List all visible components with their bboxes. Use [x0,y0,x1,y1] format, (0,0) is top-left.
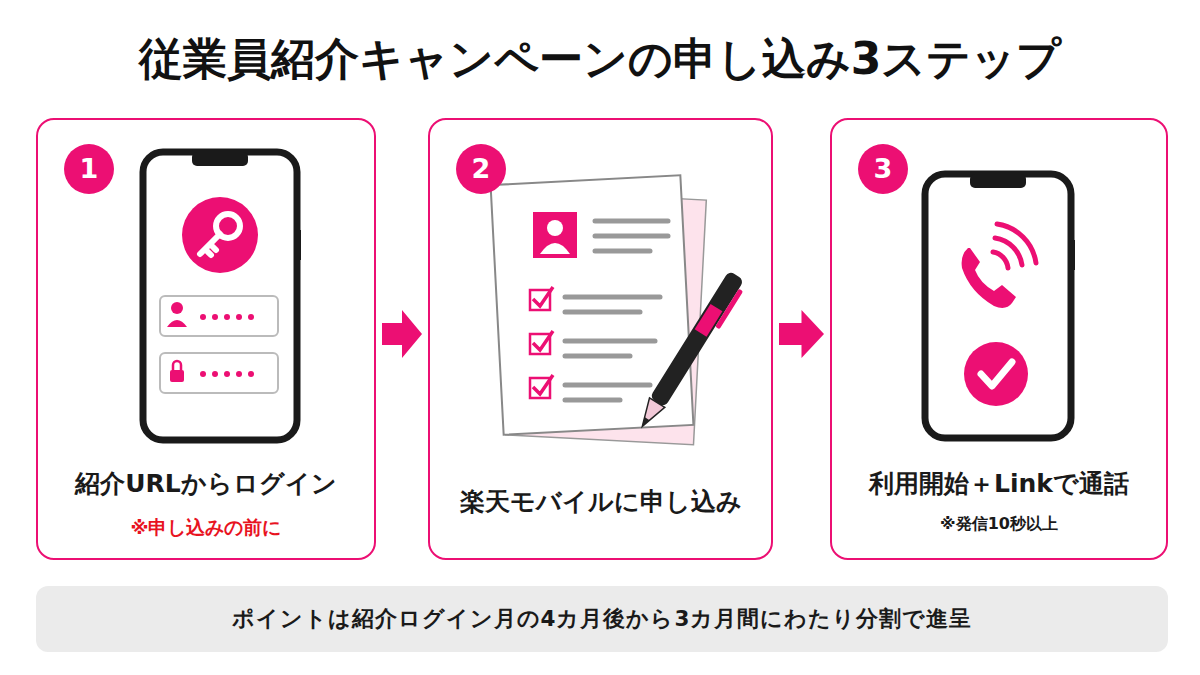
step-box: 紹介URLからログイン ※申し込みの前に 1 [36,118,376,560]
step-number: 1 [64,144,114,194]
application-form [491,175,749,445]
step-box: 楽天モバイルに申し込み 2 [428,118,773,560]
arrow-shape [382,310,422,358]
step-arrow [382,310,422,358]
step-note: ※発信10秒以上 [832,514,1166,534]
note-text: ポイントは紹介ログイン月の4カ月後から3カ月間にわたり分割で進呈 [36,586,1168,652]
step-number-text: 2 [456,144,506,194]
step-note: ※申し込みの前に [38,516,374,539]
step-label: 楽天モバイルに申し込み [430,486,771,517]
arrow-shape [779,310,824,358]
step-number: 2 [456,144,506,194]
step-label: 利用開始＋Linkで通話 [832,468,1166,499]
step-label: 紹介URLからログイン [38,468,374,499]
login-phone [143,152,301,440]
diagram-title: 従業員紹介キャンペーンの申し込み3ステップ [0,30,1200,89]
note-band: ポイントは紹介ログイン月の4カ月後から3カ月間にわたり分割で進呈 [36,586,1168,652]
step-number-text: 1 [64,144,114,194]
step-arrow [779,310,824,358]
step-number: 3 [858,144,908,194]
call-phone [925,174,1075,438]
step-box: 利用開始＋Linkで通話 ※発信10秒以上 3 [830,118,1168,560]
step-number-text: 3 [858,144,908,194]
